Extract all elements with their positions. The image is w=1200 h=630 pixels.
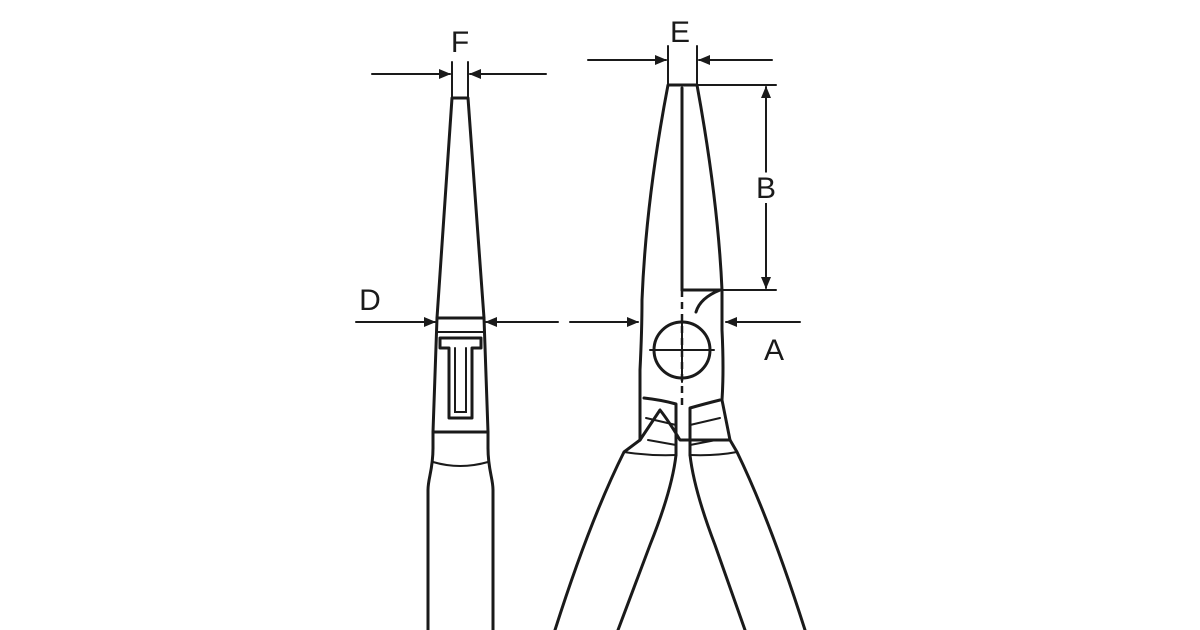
side-view-nose xyxy=(435,96,486,320)
dimension-b: B xyxy=(696,84,781,291)
dim-label-f: F xyxy=(451,26,469,59)
side-view-joint xyxy=(431,316,490,434)
dim-label-b: B xyxy=(756,172,776,205)
dimension-d: D xyxy=(355,284,559,327)
dim-label-d: D xyxy=(359,284,381,317)
side-view-slot-inner xyxy=(454,347,467,413)
front-view-right-handle xyxy=(688,438,807,630)
front-view-left-handle xyxy=(553,438,678,630)
dimension-f: F xyxy=(371,26,547,99)
side-view-slot xyxy=(438,336,483,420)
front-view-jaw-outline xyxy=(638,83,732,442)
side-view-neck xyxy=(431,430,490,450)
side-view-handle-collar xyxy=(432,461,489,467)
front-view-handle-collars xyxy=(623,451,738,457)
dim-label-a: A xyxy=(764,334,784,367)
dim-label-e: E xyxy=(670,16,690,49)
side-view xyxy=(426,96,495,630)
front-view xyxy=(553,83,807,630)
front-view-jaw-step xyxy=(680,288,722,314)
front-view-joint-lower xyxy=(642,396,722,457)
side-view-handle xyxy=(426,446,495,630)
front-view-joint-lines xyxy=(645,417,721,446)
dimension-a: A xyxy=(569,317,801,367)
dimension-e: E xyxy=(587,16,773,86)
